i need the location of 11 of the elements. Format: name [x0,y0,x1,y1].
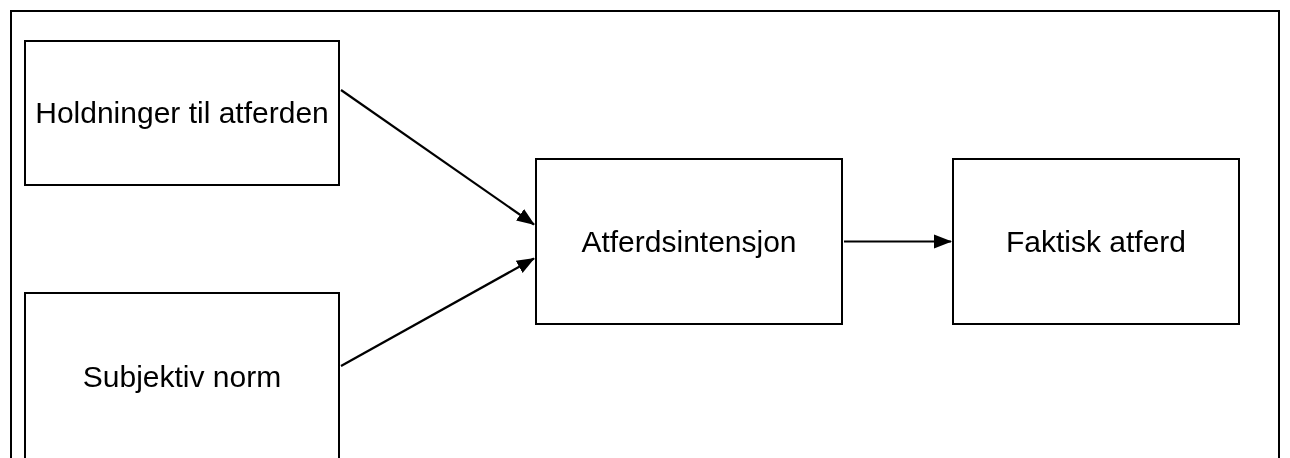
box-label: Subjektiv norm [82,359,282,396]
box-label: Holdninger til atferden [35,95,329,132]
box-label: Faktisk atferd [1005,223,1187,260]
process-box [24,292,340,458]
process-box [535,158,843,325]
process-box [952,158,1240,325]
process-box [24,40,340,186]
arrow [340,257,535,367]
arrow [340,89,535,226]
arrow [844,234,952,249]
box-label: Atferdsintensjon [581,223,797,260]
